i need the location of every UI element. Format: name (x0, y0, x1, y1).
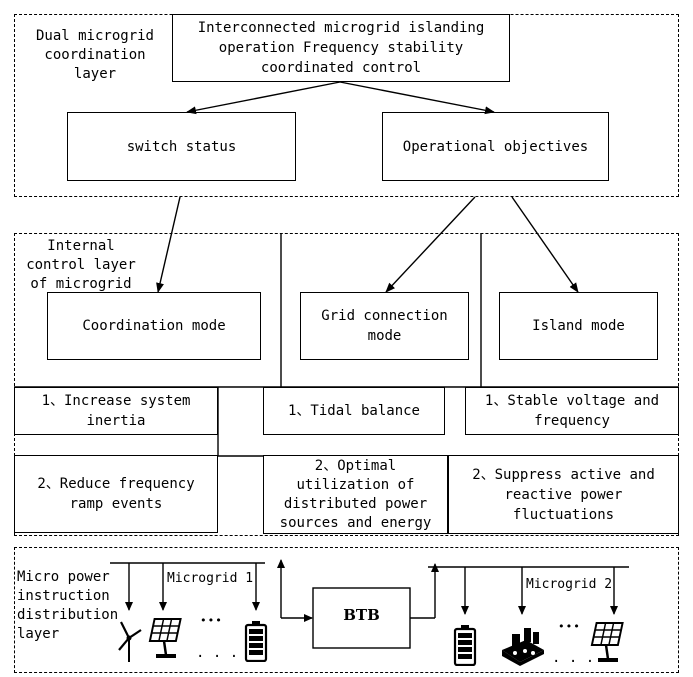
island-mode-box: Island mode (499, 292, 658, 360)
microgrid-2-label: Microgrid 2 (525, 577, 614, 592)
distribution-layer-label: Micro power instruction distribution lay… (17, 569, 119, 642)
solar-panel-icon (148, 618, 182, 658)
ellipsis-2: ••• (558, 620, 581, 633)
switch-status-box: switch status (67, 112, 296, 181)
coord-objective-2: 2、Reduce frequency ramp events (14, 455, 218, 533)
btb-label: BTB (343, 606, 380, 624)
grid-connection-mode-box: Grid connection mode (300, 292, 469, 360)
ellipsis-2-low: . . . (552, 650, 595, 666)
island-objective-2: 2、Suppress active and reactive power flu… (448, 455, 679, 534)
island-objective-1: 1、Stable voltage and frequency (465, 387, 679, 435)
battery-icon (453, 625, 477, 666)
ellipsis-1: ••• (200, 614, 223, 627)
coordination-layer-label: Dual microgrid coordination layer (35, 28, 154, 82)
internal-layer-label: Internal control layer of microgrid (22, 237, 140, 294)
battery-icon (244, 621, 268, 662)
distribution-layer (14, 547, 679, 673)
operational-objectives-box: Operational objectives (382, 112, 609, 181)
microgrid-1-label: Microgrid 1 (166, 571, 255, 586)
solar-panel-icon (590, 622, 624, 662)
frequency-control-box: Interconnected microgrid islanding opera… (172, 14, 510, 82)
internal-control-layer (14, 233, 679, 536)
wind-turbine-icon (118, 621, 142, 662)
grid-objective-2: 2、Optimal utilization of distributed pow… (263, 455, 448, 534)
fuel-cell-icon (502, 628, 544, 666)
coord-objective-1: 1、Increase system inertia (14, 387, 218, 435)
ellipsis-1-low: . . . (196, 645, 239, 661)
grid-objective-1: 1、Tidal balance (263, 387, 445, 435)
coordination-mode-box: Coordination mode (47, 292, 261, 360)
